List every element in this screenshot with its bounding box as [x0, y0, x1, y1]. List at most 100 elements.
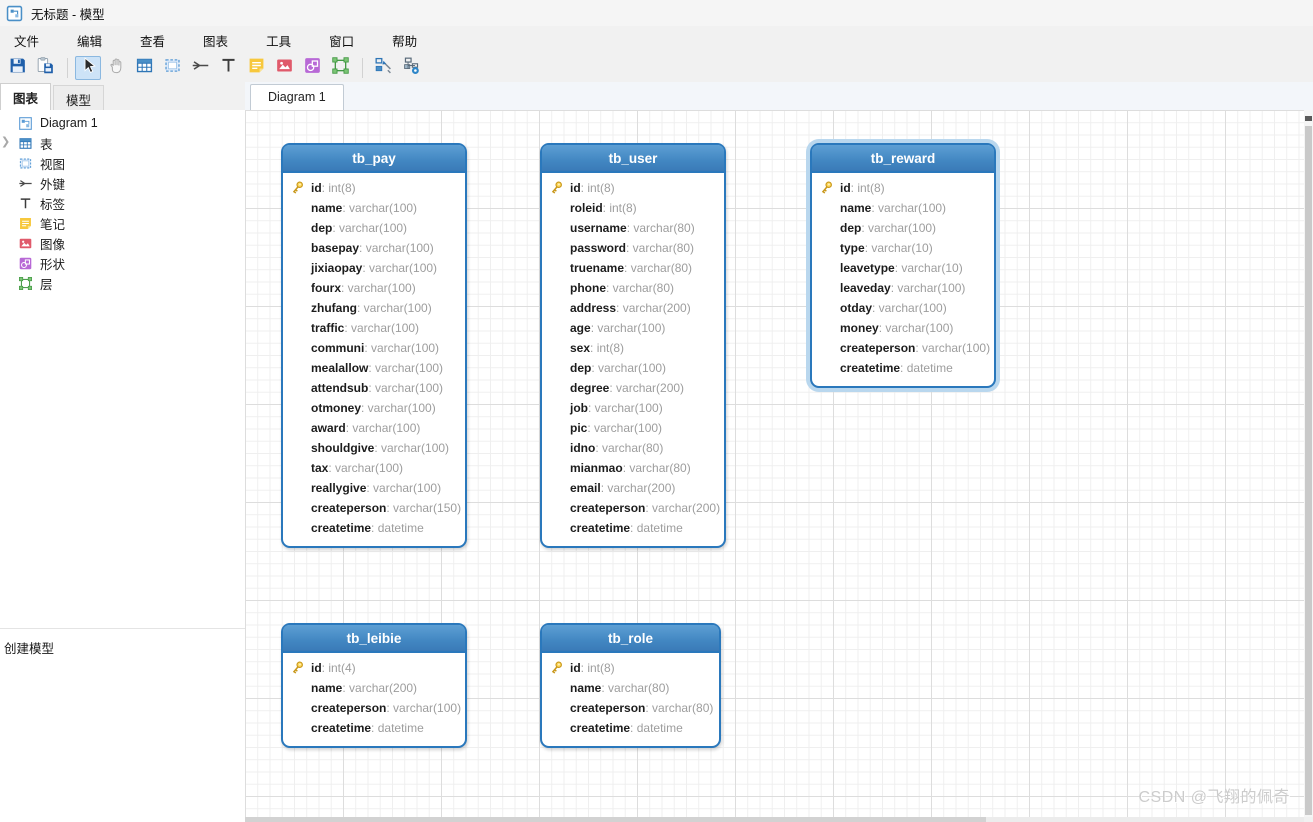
- vertical-scrollbar-thumb[interactable]: [1305, 126, 1312, 815]
- label-tool-button[interactable]: [215, 56, 241, 80]
- tree-item-views[interactable]: 视图: [0, 153, 245, 173]
- field-row-createtime[interactable]: createtime: datetime: [812, 358, 994, 378]
- entity-title-tb_pay[interactable]: tb_pay: [283, 145, 465, 173]
- field-row-id[interactable]: id: int(8): [283, 178, 465, 198]
- field-row-password[interactable]: password: varchar(80): [542, 238, 724, 258]
- field-row-leavetype[interactable]: leavetype: varchar(10): [812, 258, 994, 278]
- tree-item-diagram-1[interactable]: Diagram 1: [0, 113, 245, 133]
- field-row-dep[interactable]: dep: varchar(100): [283, 218, 465, 238]
- tab-diagram[interactable]: 图表: [0, 83, 52, 110]
- field-row-leaveday[interactable]: leaveday: varchar(100): [812, 278, 994, 298]
- tree-item-foreign-keys[interactable]: 外键: [0, 173, 245, 193]
- field-row-address[interactable]: address: varchar(200): [542, 298, 724, 318]
- field-row-name[interactable]: name: varchar(80): [542, 678, 719, 698]
- field-row-age[interactable]: age: varchar(100): [542, 318, 724, 338]
- menu-tools[interactable]: 工具: [266, 34, 292, 49]
- field-row-email[interactable]: email: varchar(200): [542, 478, 724, 498]
- field-row-id[interactable]: id: int(4): [283, 658, 465, 678]
- field-row-roleid[interactable]: roleid: int(8): [542, 198, 724, 218]
- field-row-id[interactable]: id: int(8): [812, 178, 994, 198]
- menu-view[interactable]: 查看: [140, 34, 166, 49]
- field-row-attendsub[interactable]: attendsub: varchar(100): [283, 378, 465, 398]
- tree-item-notes[interactable]: 笔记: [0, 213, 245, 233]
- field-row-job[interactable]: job: varchar(100): [542, 398, 724, 418]
- field-row-createtime[interactable]: createtime: datetime: [542, 718, 719, 738]
- field-row-createperson[interactable]: createperson: varchar(200): [542, 498, 724, 518]
- field-row-mealallow[interactable]: mealallow: varchar(100): [283, 358, 465, 378]
- menu-diagram[interactable]: 图表: [203, 34, 229, 49]
- tree-item-labels[interactable]: 标签: [0, 193, 245, 213]
- field-row-createtime[interactable]: createtime: datetime: [542, 518, 724, 538]
- field-row-shouldgive[interactable]: shouldgive: varchar(100): [283, 438, 465, 458]
- tree-item-shapes[interactable]: 形状: [0, 253, 245, 273]
- field-row-reallygive[interactable]: reallygive: varchar(100): [283, 478, 465, 498]
- pan-tool-button[interactable]: [103, 56, 129, 80]
- diagram-settings-button[interactable]: [398, 56, 424, 80]
- field-row-mianmao[interactable]: mianmao: varchar(80): [542, 458, 724, 478]
- field-row-fourx[interactable]: fourx: varchar(100): [283, 278, 465, 298]
- field-row-type[interactable]: type: varchar(10): [812, 238, 994, 258]
- pointer-tool-button[interactable]: [75, 56, 101, 80]
- field-row-jixiaopay[interactable]: jixiaopay: varchar(100): [283, 258, 465, 278]
- field-row-phone[interactable]: phone: varchar(80): [542, 278, 724, 298]
- tree-item-tables[interactable]: ❯表: [0, 133, 245, 153]
- horizontal-scrollbar[interactable]: [245, 817, 1304, 822]
- foreign-key-tool-button[interactable]: [187, 56, 213, 80]
- field-row-communi[interactable]: communi: varchar(100): [283, 338, 465, 358]
- note-tool-button[interactable]: [243, 56, 269, 80]
- field-row-basepay[interactable]: basepay: varchar(100): [283, 238, 465, 258]
- image-tool-button[interactable]: [271, 56, 297, 80]
- field-row-degree[interactable]: degree: varchar(200): [542, 378, 724, 398]
- entity-tb_role[interactable]: tb_role id: int(8)name: varchar(80) create…: [540, 623, 721, 748]
- field-row-createperson[interactable]: createperson: varchar(100): [812, 338, 994, 358]
- field-row-zhufang[interactable]: zhufang: varchar(100): [283, 298, 465, 318]
- entity-tb_pay[interactable]: tb_pay id: int(8)name: varchar(100)dep: v…: [281, 143, 467, 548]
- field-row-pic[interactable]: pic: varchar(100): [542, 418, 724, 438]
- paste-button[interactable]: [32, 56, 58, 80]
- save-button[interactable]: [4, 56, 30, 80]
- menu-window[interactable]: 窗口: [329, 34, 355, 49]
- field-row-award[interactable]: award: varchar(100): [283, 418, 465, 438]
- expand-chevron-icon[interactable]: ❯: [1, 136, 11, 148]
- field-row-name[interactable]: name: varchar(200): [283, 678, 465, 698]
- tab-model[interactable]: 模型: [53, 85, 105, 110]
- shape-tool-button[interactable]: [299, 56, 325, 80]
- entity-title-tb_reward[interactable]: tb_reward: [812, 145, 994, 173]
- tree-item-images[interactable]: 图像: [0, 233, 245, 253]
- tab-diagram-1[interactable]: Diagram 1: [250, 84, 344, 110]
- field-row-name[interactable]: name: varchar(100): [812, 198, 994, 218]
- field-row-id[interactable]: id: int(8): [542, 658, 719, 678]
- field-row-otday[interactable]: otday: varchar(100): [812, 298, 994, 318]
- field-row-otmoney[interactable]: otmoney: varchar(100): [283, 398, 465, 418]
- field-row-createperson[interactable]: createperson: varchar(100): [283, 698, 465, 718]
- entity-tb_reward[interactable]: tb_reward id: int(8)name: varchar(100)dep…: [810, 143, 996, 388]
- field-row-truename[interactable]: truename: varchar(80): [542, 258, 724, 278]
- tree-item-layers[interactable]: 层: [0, 273, 245, 293]
- field-row-traffic[interactable]: traffic: varchar(100): [283, 318, 465, 338]
- field-row-dep[interactable]: dep: varchar(100): [812, 218, 994, 238]
- vertical-scrollbar[interactable]: [1304, 110, 1313, 817]
- entity-tb_user[interactable]: tb_user id: int(8)roleid: int(8)username:…: [540, 143, 726, 548]
- menu-help[interactable]: 帮助: [392, 34, 418, 49]
- field-row-createtime[interactable]: createtime: datetime: [283, 518, 465, 538]
- menu-file[interactable]: 文件: [14, 34, 40, 49]
- field-row-tax[interactable]: tax: varchar(100): [283, 458, 465, 478]
- entity-title-tb_user[interactable]: tb_user: [542, 145, 724, 173]
- field-row-sex[interactable]: sex: int(8): [542, 338, 724, 358]
- horizontal-scrollbar-thumb[interactable]: [245, 817, 987, 822]
- entity-title-tb_leibie[interactable]: tb_leibie: [283, 625, 465, 653]
- menu-edit[interactable]: 编辑: [77, 34, 103, 49]
- auto-layout-button[interactable]: [370, 56, 396, 80]
- field-row-id[interactable]: id: int(8): [542, 178, 724, 198]
- layer-tool-button[interactable]: [327, 56, 353, 80]
- field-row-money[interactable]: money: varchar(100): [812, 318, 994, 338]
- entity-title-tb_role[interactable]: tb_role: [542, 625, 719, 653]
- field-row-createtime[interactable]: createtime: datetime: [283, 718, 465, 738]
- field-row-dep[interactable]: dep: varchar(100): [542, 358, 724, 378]
- table-tool-button[interactable]: [131, 56, 157, 80]
- field-row-name[interactable]: name: varchar(100): [283, 198, 465, 218]
- field-row-username[interactable]: username: varchar(80): [542, 218, 724, 238]
- field-row-idno[interactable]: idno: varchar(80): [542, 438, 724, 458]
